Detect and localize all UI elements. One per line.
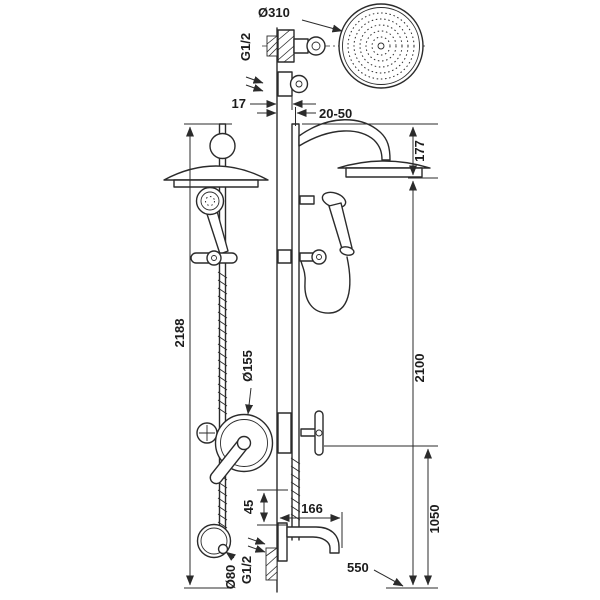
label-top-thread: G1/2 [238,33,253,61]
mixer-lever-front [209,439,249,485]
front-view [163,123,274,559]
mounting-arrow [245,84,264,92]
label-head-diameter: Ø310 [258,5,290,20]
dim-spout-height: 550 [347,560,369,575]
slider-knob-side [311,249,327,265]
mounting-arrow [247,545,266,553]
wall-flange [277,29,295,63]
label-escutcheon-diameter: Ø155 [240,350,255,382]
mixer-crosshandle-side [314,410,324,456]
shower-arm-side [298,119,391,161]
showerhead-front [163,165,269,181]
spout-escutcheon-side [277,522,288,562]
shower-column-side [291,123,300,541]
handshower-holder-side [299,195,315,205]
spout-side [286,526,340,554]
union-nut [306,36,326,56]
handshower-handle-side [328,202,353,253]
showerhead-top-view [338,3,424,89]
label-bottom-thread: G1/2 [239,556,254,584]
wall-union-front [209,132,236,160]
mixer-body-side [277,412,292,454]
dim-bracket-offset: 17 [232,96,246,111]
dim-mixer-height: 1050 [427,505,442,534]
handshower-head-front [195,186,225,216]
dim-spout-gap: 45 [241,500,256,514]
dim-adjustment-range: 20-50 [319,106,352,121]
dim-head-drop: 177 [412,140,427,162]
label-spout-escutcheon-diameter: Ø80 [223,565,238,590]
mounting-arrow [247,537,266,545]
dimension-annotations: 2188 177 2100 1050 Ø155 45 166 550 Ø80 [172,123,442,590]
dim-column-height: 2100 [412,354,427,383]
dim-spout-projection: 166 [301,501,323,516]
handshower-hose-side [300,256,351,314]
showerhead-side [337,160,431,169]
side-view [247,119,431,581]
top-view-assembly: Ø310 G1/2 17 20-50 [232,3,428,126]
mounting-arrow [245,76,264,84]
dim-total-height: 2188 [172,319,187,348]
